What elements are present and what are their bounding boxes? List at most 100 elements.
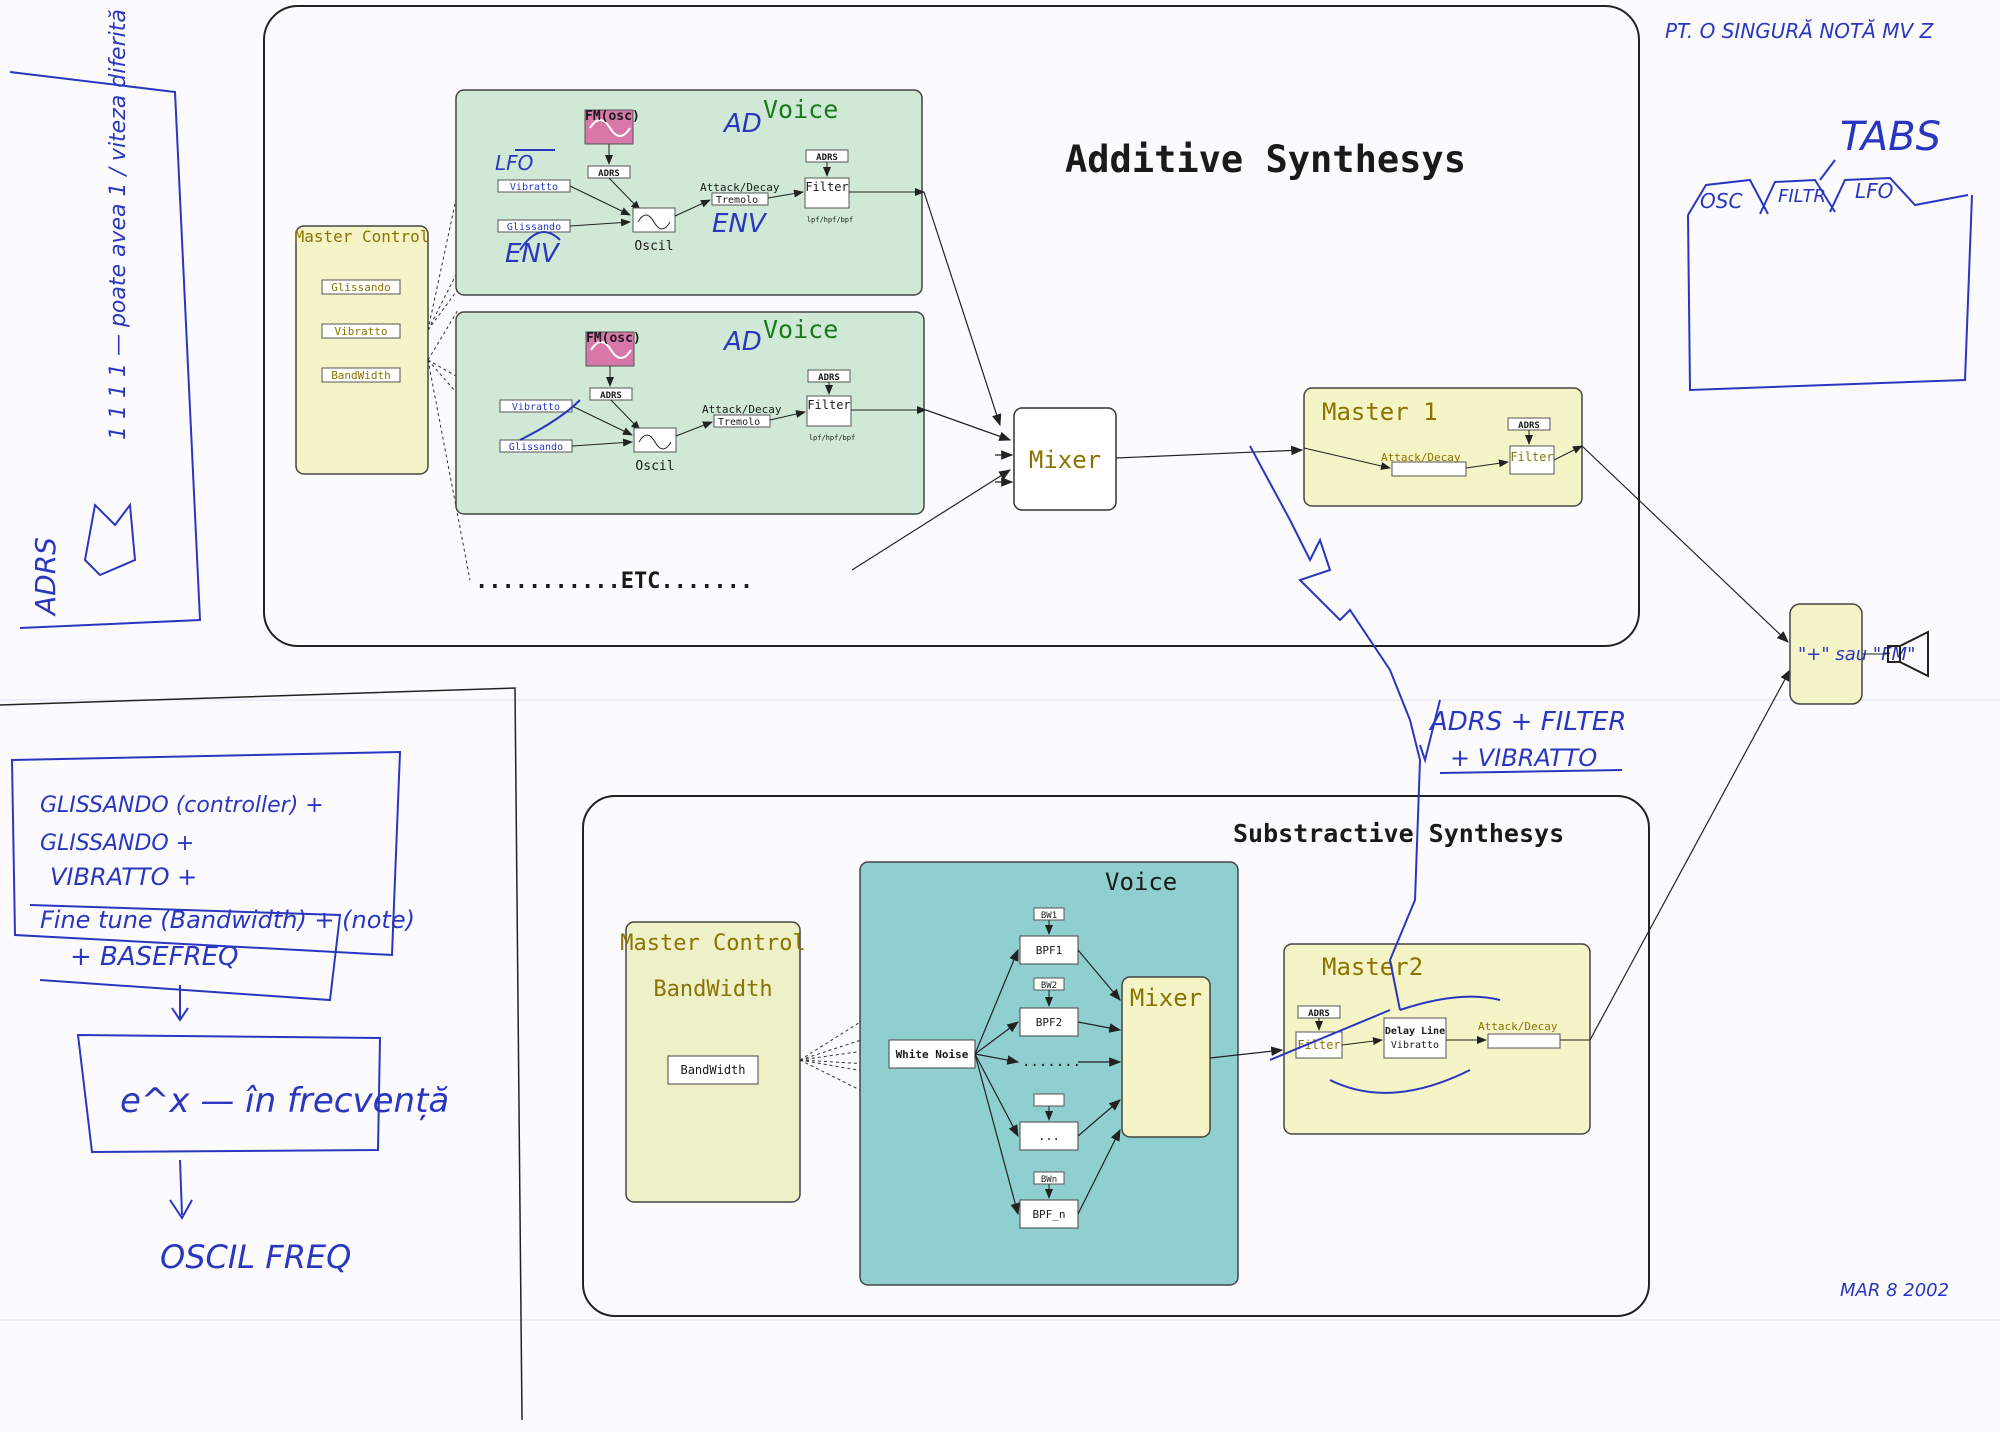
bpf2-box[interactable]	[1019, 1007, 1079, 1037]
sub-mixer[interactable]	[1121, 976, 1211, 1138]
additive-master-control[interactable]	[295, 225, 429, 475]
adrs-filter-note: ADRS + FILTER	[1428, 707, 1626, 737]
ad-mark-2: AD	[722, 327, 762, 357]
bpfn: BPF_n	[1032, 1208, 1065, 1221]
mc-bandwidth: BandWidth	[331, 369, 391, 382]
sub-mixer-label: Mixer	[1130, 984, 1202, 1012]
left-vertical-note: 1 1 1 1 — poate avea 1 / viteza diferită	[106, 9, 131, 440]
formula-line-5: + BASEFREQ	[70, 942, 239, 972]
lfo-note: LFO	[495, 151, 533, 175]
voice1-attack: Attack/Decay	[700, 181, 780, 194]
bpf1-box[interactable]	[1019, 935, 1079, 965]
output-note: "+" sau "FM"	[1798, 644, 1915, 665]
master1-attack: Attack/Decay	[1381, 451, 1461, 464]
sub-mc-bandwidth: BandWidth	[680, 1063, 745, 1077]
voice1-oscil: Oscil	[634, 239, 673, 254]
top-note: PT. O SINGURĂ NOTĂ MV Z	[1665, 19, 1935, 43]
master2-attack: Attack/Decay	[1478, 1020, 1558, 1033]
mc-glissando-box[interactable]	[321, 279, 401, 295]
tab-lfo: LFO	[1855, 179, 1893, 203]
mc-bandwidth-box[interactable]	[321, 367, 401, 383]
master1-attack-box[interactable]	[1391, 461, 1467, 477]
sub-voice-dots: .......	[1022, 1054, 1081, 1070]
mc-vibratto-box[interactable]	[321, 323, 401, 339]
sub-master-control-title: Master Control	[620, 931, 805, 956]
additive-section: Additive Synthesys Master Control Glissa…	[263, 5, 1640, 647]
voice1-fm-box[interactable]	[584, 109, 634, 145]
voice2-filter: Filter	[807, 398, 850, 412]
master1-title: Master 1	[1322, 398, 1438, 426]
master1-filter: Filter	[1510, 450, 1553, 464]
sub-voice-title: Voice	[1105, 868, 1177, 896]
voice2-oscil: Oscil	[635, 459, 674, 474]
voice2-title: Voice	[763, 315, 838, 344]
voice2-glissando: Glissando	[509, 442, 563, 453]
exp-box-note: e^x — în frecvență	[120, 1081, 449, 1121]
handwritten-overlays	[515, 149, 1501, 1094]
formula-line-2: GLISSANDO +	[40, 831, 194, 856]
vibratto-note: + VIBRATTO	[1450, 744, 1597, 772]
voice2-adrs2: ADRS	[818, 373, 840, 383]
output-section: "+" sau "FM"	[1581, 445, 1929, 1041]
sub-master-control-subtitle: BandWidth	[653, 977, 772, 1002]
paper-lines	[0, 699, 2000, 1321]
date-note: MAR 8 2002	[1840, 1280, 1949, 1301]
master1-filter-box[interactable]	[1509, 445, 1555, 475]
voice1-filter-box[interactable]	[804, 177, 850, 209]
voice1-vibratto: Vibratto	[510, 182, 558, 193]
sub-mc-bandwidth-box[interactable]	[667, 1055, 759, 1085]
formula-line-4: Fine tune (Bandwidth) + (note)	[40, 906, 415, 934]
additive-mixer[interactable]	[1013, 407, 1117, 511]
bw-dots-box[interactable]	[1033, 1093, 1065, 1107]
voice1-tremolo: Tremolo	[716, 195, 758, 206]
delay-line-box[interactable]	[1383, 1017, 1447, 1059]
delay-vibratto: Vibratto	[1391, 1040, 1439, 1051]
voice2-box[interactable]	[455, 311, 925, 515]
voice1-adrs2: ADRS	[816, 153, 838, 163]
master2-filter: Filter	[1297, 1038, 1340, 1052]
formula-sketch: GLISSANDO (controller) + GLISSANDO + VIB…	[0, 687, 523, 1421]
voice1-adrs: ADRS	[598, 169, 620, 179]
tabs-sketch: TABS OSC FILTR LFO	[1687, 114, 1973, 392]
formula-line-3: VIBRATTO +	[50, 863, 197, 891]
additive-voice-1: Voice FM(osc) ADRS Vibratto Glissando Os…	[455, 89, 925, 296]
mc-glissando: Glissando	[331, 281, 391, 294]
bpf-dots-box[interactable]	[1019, 1121, 1079, 1151]
bpf2: BPF2	[1036, 1016, 1063, 1029]
voice1-attack-box[interactable]	[711, 192, 769, 206]
voice2-attack: Attack/Decay	[702, 403, 782, 416]
subtractive-frame	[582, 795, 1650, 1317]
voice2-tremolo: Tremolo	[718, 417, 760, 428]
voice2-fm: FM(osc)	[586, 331, 641, 346]
voice2-vibratto: Vibratto	[512, 402, 560, 413]
tab-filtr: FILTR	[1778, 186, 1826, 207]
voice1-filter: Filter	[805, 180, 848, 194]
master1-adrs: ADRS	[1518, 421, 1540, 431]
speaker-icon	[1887, 630, 1929, 678]
env-note-2: ENV	[712, 209, 768, 239]
delay-line: Delay Line	[1385, 1025, 1445, 1037]
additive-mixer-label: Mixer	[1029, 446, 1101, 474]
voice1-filter-types: lpf/hpf/bpf	[807, 216, 853, 224]
voice2-filter-box[interactable]	[806, 395, 852, 427]
voice1-oscil-box[interactable]	[632, 207, 676, 233]
bw2: BW2	[1041, 981, 1057, 991]
white-noise-box[interactable]	[888, 1039, 976, 1069]
master2-attack-box[interactable]	[1487, 1033, 1561, 1049]
formula-line-1: GLISSANDO (controller) +	[40, 793, 324, 818]
bpf-dots: ...	[1038, 1129, 1060, 1143]
ad-mark-1: AD	[722, 109, 762, 139]
noise-to-bpf-lines	[974, 948, 1122, 1216]
master2-title: Master2	[1322, 953, 1423, 981]
voice1-title: Voice	[763, 95, 838, 124]
sub-voice-box[interactable]	[859, 861, 1239, 1286]
mc-vibratto: Vibratto	[335, 325, 388, 338]
bpfn-box[interactable]	[1019, 1199, 1079, 1229]
tabs-title: TABS	[1840, 114, 1941, 160]
subtractive-title: Substractive Synthesys	[1233, 819, 1564, 848]
voice2-attack-box[interactable]	[713, 414, 771, 428]
adrs-note: ADRS	[29, 537, 62, 617]
voice2-filter-types: lpf/hpf/bpf	[809, 434, 855, 442]
voice2-oscil-box[interactable]	[633, 427, 677, 453]
